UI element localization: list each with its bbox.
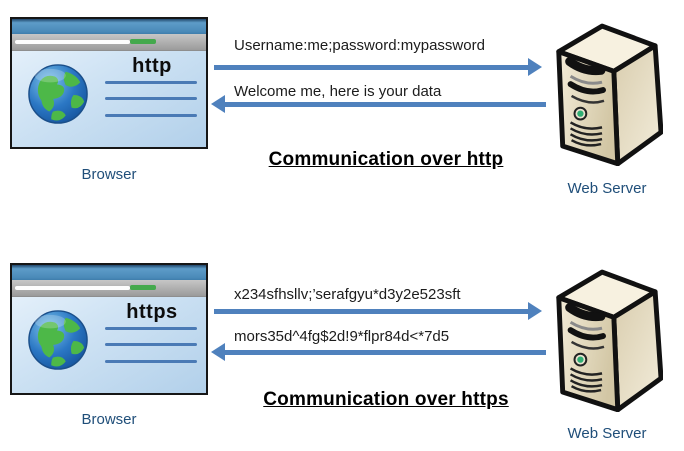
progress-bar <box>130 285 156 290</box>
browser-titlebar <box>12 19 206 34</box>
browser-window-icon: http <box>10 17 208 149</box>
globe-icon <box>28 310 88 370</box>
arrow-shaft <box>214 65 529 70</box>
arrow-head-icon <box>528 302 542 320</box>
content-line <box>105 114 197 117</box>
browser-body: https <box>12 297 206 394</box>
arrow-head-icon <box>528 58 542 76</box>
browser-protocol-label: https <box>126 301 178 323</box>
address-bar <box>15 286 130 290</box>
arrow-head-icon <box>211 95 225 113</box>
section-caption: Communication over https <box>263 389 509 410</box>
content-line <box>105 327 197 330</box>
browser-protocol-label: http <box>132 55 172 77</box>
browser-window-icon: https <box>10 263 208 395</box>
server-tower-icon <box>545 16 664 167</box>
content-line <box>105 360 197 363</box>
arrow-shaft <box>224 350 546 355</box>
arrow-shaft <box>224 102 546 107</box>
arrow-head-icon <box>211 343 225 361</box>
browser-titlebar <box>12 265 206 280</box>
server-tower-icon <box>545 262 664 413</box>
response-message: mors35d^4fg$2d!9*flpr84d<*7d5 <box>234 328 450 345</box>
browser-toolbar <box>12 34 206 51</box>
browser-body: http <box>12 51 206 148</box>
response-arrow <box>211 95 546 113</box>
progress-bar <box>130 39 156 44</box>
globe-icon <box>28 64 88 124</box>
response-message: Welcome me, here is your data <box>234 83 442 100</box>
content-line <box>105 343 197 346</box>
server-label: Web Server <box>567 425 647 442</box>
browser-label: Browser <box>81 166 137 183</box>
server-label: Web Server <box>567 180 647 197</box>
address-bar <box>15 40 130 44</box>
request-arrow <box>214 58 542 76</box>
request-arrow <box>214 302 542 320</box>
content-line <box>105 81 197 84</box>
arrow-shaft <box>214 309 529 314</box>
browser-label: Browser <box>81 411 137 428</box>
content-line <box>105 97 197 100</box>
response-arrow <box>211 343 546 361</box>
section-caption: Communication over http <box>268 149 504 170</box>
browser-toolbar <box>12 280 206 297</box>
request-message: Username:me;password:mypassword <box>234 37 485 54</box>
request-message: x234sfhsllv;’serafgyu*d3y2e523sft <box>234 286 461 303</box>
